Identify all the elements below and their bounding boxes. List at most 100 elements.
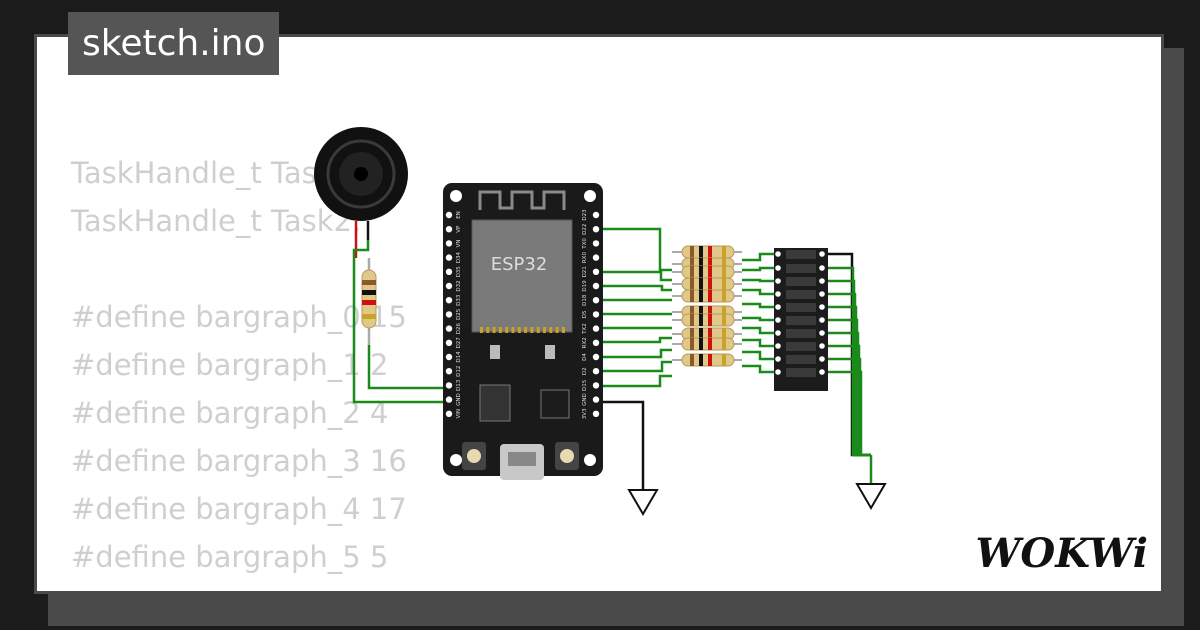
pin-label: RX2 — [582, 337, 588, 348]
board-pin — [445, 268, 453, 275]
board-pin — [592, 353, 600, 361]
board-pins: ENVPVND34D35D32D33D25D26D27D14D12D13GNDV… — [445, 209, 600, 419]
ground-symbol — [855, 455, 887, 510]
wire — [742, 278, 778, 283]
wire — [822, 292, 871, 457]
pin-label: GND — [582, 393, 588, 406]
pin-label: VIN — [456, 409, 462, 419]
resistor-band — [699, 328, 703, 340]
wire — [742, 266, 778, 272]
pin-label: D19 — [582, 280, 588, 292]
resistor-band — [690, 306, 694, 318]
bargraph-segment — [786, 290, 816, 299]
board-pin — [445, 382, 453, 389]
chip-pad — [549, 327, 553, 333]
resistor-band — [722, 246, 726, 258]
code-line: #define bargraph_0 15 — [71, 300, 407, 334]
board-pin — [445, 211, 453, 219]
code-line: TaskHandle_t Task2; — [71, 204, 362, 238]
board-pin — [592, 396, 600, 403]
bargraph-segment — [786, 316, 816, 325]
pin-label: TX2 — [582, 323, 588, 335]
pin-label: TX0 — [582, 238, 588, 250]
bargraph-segment — [786, 355, 816, 364]
board-pin — [592, 297, 600, 304]
wire — [742, 316, 778, 322]
wire — [742, 364, 778, 374]
resistor-band — [699, 290, 703, 302]
bargraph-pin — [819, 343, 825, 349]
chip-pad — [543, 327, 546, 333]
resistor-band — [690, 314, 694, 326]
resistor-band — [722, 306, 726, 318]
chip-pad — [530, 327, 534, 333]
bargraph-pin — [819, 317, 825, 323]
chip-pad — [561, 327, 565, 333]
wire — [742, 326, 778, 335]
board-pin — [592, 410, 600, 417]
pin-label: D21 — [582, 266, 588, 277]
board-pin — [592, 282, 600, 290]
pin-label: D2 — [582, 367, 588, 375]
bargraph-pin — [775, 330, 781, 336]
code-line: #define bargraph_6 18 — [71, 581, 407, 591]
esp32-board[interactable]: ESP32 ENVPVND34D35D32D33D25D26D27D14D12D… — [443, 183, 603, 480]
bargraph-pin — [775, 343, 781, 349]
wire — [822, 318, 871, 457]
code-line: #define bargraph_5 5 — [71, 540, 389, 574]
board-pin — [592, 311, 600, 318]
resistor-band — [690, 278, 694, 290]
chip-pad — [555, 327, 559, 333]
wire — [822, 357, 871, 457]
wire — [596, 348, 672, 359]
board-pin — [592, 240, 600, 247]
wire — [742, 302, 778, 309]
bargraph-segment — [786, 303, 816, 312]
code-line: #define bargraph_4 17 — [71, 492, 407, 526]
resistor-band — [699, 354, 703, 366]
board-pin — [592, 211, 600, 219]
buzzer[interactable] — [314, 127, 408, 240]
pin-label: D23 — [582, 209, 588, 221]
file-tab[interactable]: sketch.ino — [68, 12, 280, 75]
pin-label: D34 — [456, 251, 462, 263]
board-pin — [592, 325, 600, 332]
wire — [822, 252, 871, 457]
wire — [596, 284, 672, 292]
bargraph-pin — [775, 278, 781, 284]
pin-label: D13 — [456, 379, 462, 391]
resistor-band — [699, 258, 703, 270]
wire — [352, 240, 449, 404]
pin-label: D32 — [456, 280, 462, 291]
resistor-band — [690, 258, 694, 270]
board-pin — [592, 254, 600, 261]
code-line: #define bargraph_1 2 — [71, 348, 389, 382]
bargraph-pin — [819, 278, 825, 284]
chip-pad — [486, 327, 490, 333]
chip-pads — [480, 327, 565, 333]
pin-label: D27 — [456, 337, 462, 349]
resistor-band — [708, 246, 712, 258]
bargraph-pin — [775, 369, 781, 375]
resistor-band — [708, 258, 712, 270]
pin-label: D33 — [456, 294, 462, 306]
wire — [822, 266, 871, 457]
chip-pad — [492, 327, 496, 333]
bargraph-segment — [786, 250, 816, 259]
bargraph-pin — [775, 356, 781, 362]
wire — [742, 350, 778, 361]
resistor-array — [672, 245, 742, 367]
chip-pad — [498, 327, 502, 333]
resistor-band — [722, 354, 726, 366]
wire — [822, 305, 871, 457]
board-pin — [445, 226, 453, 233]
bargraph-pin — [775, 304, 781, 310]
wokwi-logo: WOKWi — [975, 530, 1148, 577]
code-line: #define bargraph_2 4 — [71, 396, 389, 430]
resistor-band — [699, 314, 703, 326]
led-bargraph[interactable] — [774, 248, 828, 391]
board-pin — [445, 311, 453, 318]
bargraph-pin — [819, 251, 825, 257]
pin-label: D14 — [456, 351, 462, 363]
board-pin — [592, 382, 600, 389]
